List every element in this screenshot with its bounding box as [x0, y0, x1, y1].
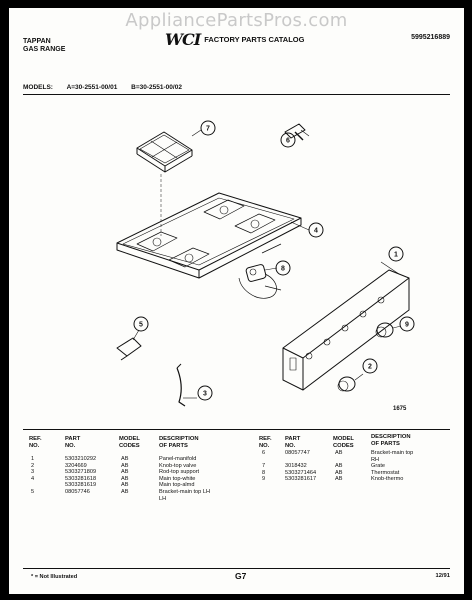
callout-label-4: 4 — [314, 228, 318, 235]
manifold-panel-illustration — [282, 269, 410, 391]
table-cell-part: 3018432 — [285, 463, 307, 470]
table-cell-part: 08057746 — [65, 489, 90, 495]
table-cell-model: AB — [121, 469, 129, 476]
table-cell-desc: Main top-almd — [159, 482, 195, 489]
table-cell-ref: 2 — [31, 462, 35, 469]
callout-1 — [388, 246, 404, 262]
table-cell-part: 5303281617 — [285, 476, 317, 483]
table-cell-model: AB — [335, 463, 343, 470]
thermostat-illustration — [238, 264, 282, 299]
table-cell-ref: 6 — [262, 450, 266, 456]
bracket-lh-illustration — [116, 329, 142, 361]
callout-label-1: 1 — [394, 252, 398, 259]
revision-date: 12/91 — [435, 573, 450, 579]
thermo-knob-illustration — [375, 322, 394, 338]
table-cell-desc: Grate — [371, 463, 385, 470]
table-cell-ref: 7 — [262, 463, 266, 470]
table-cell-part: 5303271809 — [65, 469, 97, 476]
table-cell-desc: Main top-white — [159, 475, 196, 482]
table-cell-part: 5303281618 — [65, 475, 97, 482]
product-type: GAS RANGE — [23, 46, 66, 53]
table-top-rule — [23, 429, 450, 430]
wci-logo: WCI — [165, 30, 201, 49]
document-number: 5995216889 — [411, 34, 450, 41]
footer-rule — [23, 568, 450, 569]
table-cell-desc: Knob-thermo — [371, 476, 404, 483]
callout-label-2: 2 — [368, 364, 372, 371]
callout-label-7: 7 — [206, 126, 210, 133]
table-cell-part: 5303210292 — [65, 456, 97, 462]
table-cell-ref: 3 — [31, 469, 35, 476]
callout-label-8: 8 — [281, 266, 285, 273]
table-cell-part: 5303281619 — [65, 482, 97, 489]
callout-9 — [399, 316, 415, 332]
watermark: AppliancePartsPros.com — [125, 10, 348, 31]
catalog-title: FACTORY PARTS CATALOG — [204, 35, 305, 44]
callout-7 — [200, 120, 216, 136]
rod-support-illustration — [176, 363, 186, 407]
bracket-rh-illustration — [284, 123, 306, 141]
main-top-illustration — [116, 192, 302, 279]
callout-4 — [308, 222, 324, 238]
callout-6 — [280, 132, 296, 148]
table-cell-ref: 4 — [31, 475, 35, 482]
table-cell-desc: Knob-top valve — [159, 462, 197, 469]
brand-name: TAPPAN — [23, 38, 51, 45]
not-illustrated-note: * = Not Illustrated — [31, 574, 78, 580]
models-line: MODELS: A=30-2551-00/01 B=30-2551-00/02 — [23, 84, 194, 92]
table-cell-desc: Thermostat — [371, 469, 400, 476]
models-label: MODELS: — [23, 84, 53, 91]
valve-knob-illustration — [337, 376, 356, 392]
table-cell-desc: Bracket-main top LH — [159, 489, 210, 495]
table-cell-part: 5303271464 — [285, 469, 317, 476]
figure-number: 1675 — [393, 406, 407, 412]
table-cell-model: AB — [121, 462, 129, 469]
callout-label-6: 6 — [286, 138, 290, 145]
callout-2 — [362, 358, 378, 374]
table-cell-desc: Rod-top support — [159, 469, 200, 476]
table-cell-ref: 5 — [31, 489, 35, 495]
table-cell-model: AB — [121, 489, 129, 495]
models-rule — [23, 94, 450, 95]
callout-3 — [197, 385, 213, 401]
table-cell-model: AB — [121, 482, 129, 489]
model-b: B=30-2551-00/02 — [131, 84, 182, 91]
model-a: A=30-2551-00/01 — [66, 84, 118, 91]
table-cell-model: AB — [121, 475, 129, 482]
brand-block: TAPPAN GAS RANGE — [23, 38, 65, 54]
table-cell-ref: 1 — [31, 456, 35, 462]
callout-5 — [133, 316, 149, 332]
table-cell-model: AB — [335, 469, 343, 476]
page-number: G7 — [235, 571, 247, 581]
table-cell-model: AB — [121, 456, 129, 462]
table-cell-desc: Panel-manifold — [159, 456, 197, 462]
table-cell-model: AB — [335, 476, 343, 483]
table-cell-part: 3204669 — [65, 462, 87, 469]
table-cell-desc: Bracket-main top — [371, 450, 414, 456]
callout-label-3: 3 — [203, 391, 207, 398]
callout-label-9: 9 — [405, 322, 409, 329]
callout-label-5: 5 — [139, 322, 143, 329]
table-cell-ref: 9 — [262, 476, 266, 483]
table-cell-model: AB — [335, 450, 343, 456]
catalog-heading: WCI FACTORY PARTS CATALOG — [165, 30, 305, 49]
table-cell-ref: 8 — [262, 469, 266, 476]
table-cell-desc: LH — [159, 495, 167, 502]
right-header-ref: REF.NO. — [259, 436, 272, 449]
parts-catalog-page: AppliancePartsPros.com TAPPAN GAS RANGE … — [9, 8, 464, 594]
table-cell-desc: RH — [371, 456, 380, 463]
callout-8 — [275, 260, 291, 276]
left-header-ref: REF.NO. — [29, 436, 42, 449]
grate-illustration — [136, 131, 193, 173]
table-cell-part: 08057747 — [285, 450, 310, 456]
exploded-parts-diagram: 7 6 4 1 8 5 9 2 3 1675 — [116, 120, 415, 412]
